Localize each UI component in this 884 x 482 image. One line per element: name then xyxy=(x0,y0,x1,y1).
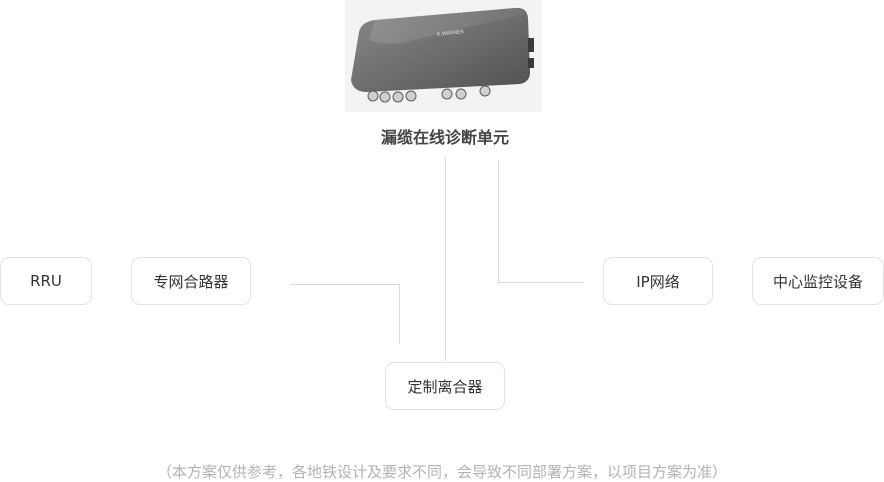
node-monitor-center: 中心监控设备 xyxy=(752,257,884,305)
connector-device-to-splitter xyxy=(445,157,446,361)
connector-device-to-ip-vertical xyxy=(498,160,499,283)
diagnostic-unit-label: 漏缆在线诊断单元 xyxy=(380,128,509,147)
connector-combiner-horizontal xyxy=(290,284,400,285)
node-rru-label: RRU xyxy=(30,272,62,290)
connector-device-to-ip-horizontal xyxy=(498,282,584,283)
connector-combiner-to-splitter-vertical xyxy=(399,284,400,344)
footnote-disclaimer: （本方案仅供参考，各地铁设计及要求不同，会导致不同部署方案，以项目方案为准） xyxy=(156,463,727,481)
node-combiner: 专网合路器 xyxy=(131,257,251,305)
node-ip-network: IP网络 xyxy=(603,257,713,305)
node-splitter: 定制离合器 xyxy=(385,362,505,410)
node-monitor-center-label: 中心监控设备 xyxy=(772,272,863,291)
node-ip-network-label: IP网络 xyxy=(636,272,680,291)
diagnostic-unit-device-icon: K.WARNER xyxy=(351,7,534,103)
node-rru: RRU xyxy=(0,257,92,305)
diagnostic-unit-image: K.WARNER xyxy=(345,0,542,112)
node-splitter-label: 定制离合器 xyxy=(407,377,483,396)
node-combiner-label: 专网合路器 xyxy=(153,272,229,291)
device-brand-text: K.WARNER xyxy=(437,29,465,38)
